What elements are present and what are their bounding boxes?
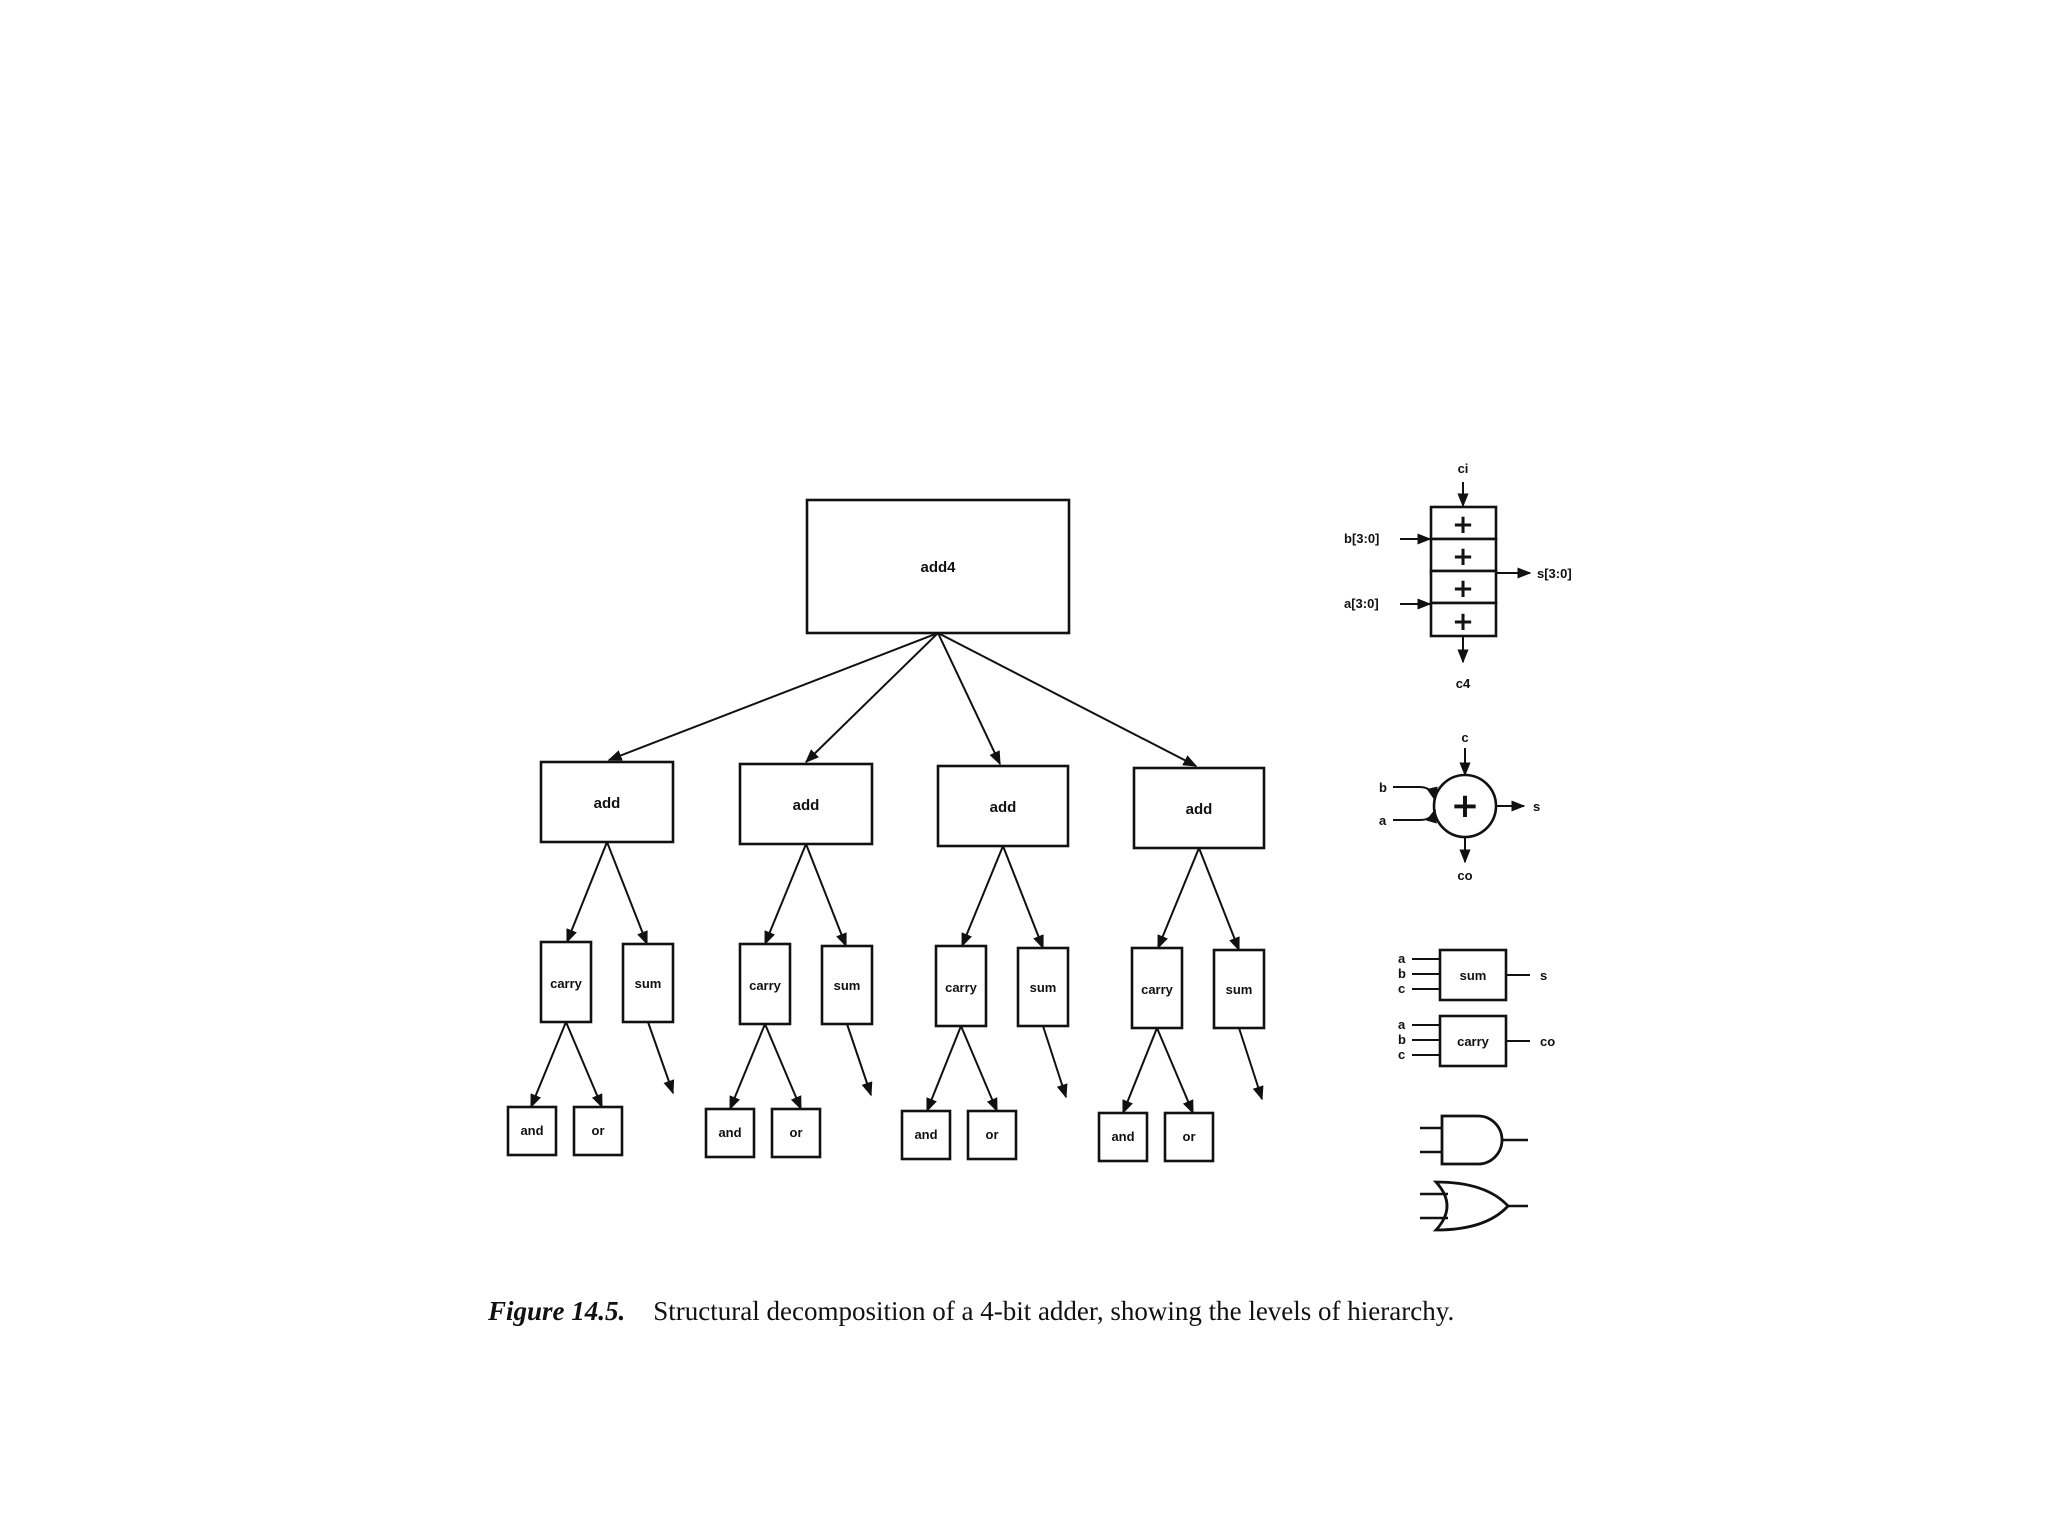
sum-box-4 xyxy=(1212,948,1266,1030)
fa-b-label: b xyxy=(1379,780,1387,795)
add4-label: add4 xyxy=(920,559,956,576)
carry-label-4: carry xyxy=(1141,982,1174,997)
sum-in-b-label: b xyxy=(1398,966,1406,981)
and-label-4: and xyxy=(1111,1129,1134,1144)
and-label-1: and xyxy=(520,1123,543,1138)
caption-text: Structural decomposition of a 4-bit adde… xyxy=(653,1296,1455,1326)
carry-out-label: co xyxy=(1540,1034,1555,1049)
adder4-cell-1 xyxy=(1429,505,1498,541)
figure-number: Figure 14.5. xyxy=(488,1296,626,1326)
adder-subtree-3: add carry sum and or xyxy=(900,764,1070,1161)
and-gate-icon xyxy=(1420,1114,1528,1166)
fa-c-label: c xyxy=(1461,730,1468,745)
add-label-2: add xyxy=(793,797,820,814)
add-label-3: add xyxy=(990,799,1017,816)
root-edges xyxy=(607,632,1198,767)
carry-block-label: carry xyxy=(1457,1034,1490,1049)
sum-label-2: sum xyxy=(834,978,861,993)
adder-subtree-4: add carry sum and or xyxy=(1097,766,1266,1163)
adder4-cell-3 xyxy=(1429,569,1498,605)
add-label-4: add xyxy=(1186,801,1213,818)
or-gate-icon xyxy=(1420,1180,1528,1232)
fa-co-label: co xyxy=(1457,868,1472,883)
b-bus-label: b[3:0] xyxy=(1344,531,1379,546)
s-bus-label: s[3:0] xyxy=(1537,566,1572,581)
add-label-1: add xyxy=(594,795,621,812)
add4-box xyxy=(805,498,1071,635)
figure-caption: Figure 14.5. Structural decomposition of … xyxy=(488,1296,1454,1327)
or-box-4 xyxy=(1163,1111,1215,1163)
carry-in-c-label: c xyxy=(1398,1047,1405,1062)
carry-box-2 xyxy=(738,942,792,1026)
adder4-symbol: ci + + + + b[3:0] a[3:0] s[3:0] c4 xyxy=(1344,461,1572,691)
plus-icon: + xyxy=(1452,510,1474,540)
tree-root: add4 xyxy=(805,498,1071,635)
or-label-4: or xyxy=(1183,1129,1196,1144)
carry-in-a-label: a xyxy=(1398,1017,1406,1032)
and-box-1 xyxy=(506,1105,558,1157)
carry-in-b-label: b xyxy=(1398,1032,1406,1047)
full-adder-symbol: c + b a s co xyxy=(1379,730,1540,883)
sum-box-1 xyxy=(621,942,675,1024)
sum-label-4: sum xyxy=(1226,982,1253,997)
plus-icon: + xyxy=(1452,574,1474,604)
sum-out-label: s xyxy=(1540,968,1547,983)
adder-subtree-1: add carry sum and or xyxy=(506,760,675,1157)
and-label-3: and xyxy=(914,1127,937,1142)
sum-block xyxy=(1438,948,1508,1002)
add-box-1 xyxy=(539,760,675,844)
gate-symbols xyxy=(1420,1114,1528,1232)
and-box-4 xyxy=(1097,1111,1149,1163)
plus-icon: + xyxy=(1452,542,1474,572)
a-bus-label: a[3:0] xyxy=(1344,596,1379,611)
ci-label: ci xyxy=(1458,461,1469,476)
plus-icon: + xyxy=(1452,607,1474,637)
or-box-2 xyxy=(770,1107,822,1159)
sum-in-a-label: a xyxy=(1398,951,1406,966)
adder-subtree-2: add carry sum and or xyxy=(704,762,874,1159)
plus-icon: + xyxy=(1451,786,1480,826)
fa-a-label: a xyxy=(1379,813,1387,828)
and-box-3 xyxy=(900,1109,952,1161)
carry-box-4 xyxy=(1130,946,1184,1030)
or-box-3 xyxy=(966,1109,1018,1161)
or-box-1 xyxy=(572,1105,624,1157)
c4-label: c4 xyxy=(1456,676,1471,691)
sum-in-c-label: c xyxy=(1398,981,1405,996)
sum-carry-symbols: a b c sum s a b c carry co xyxy=(1398,948,1555,1068)
carry-box-1 xyxy=(539,940,593,1024)
or-label-3: or xyxy=(986,1127,999,1142)
and-label-2: and xyxy=(718,1125,741,1140)
or-label-2: or xyxy=(790,1125,803,1140)
sum-block-label: sum xyxy=(1460,968,1487,983)
carry-label-1: carry xyxy=(550,976,583,991)
add-box-2 xyxy=(738,762,874,846)
sum-label-3: sum xyxy=(1030,980,1057,995)
sum-label-1: sum xyxy=(635,976,662,991)
fa-s-label: s xyxy=(1533,799,1540,814)
or-label-1: or xyxy=(592,1123,605,1138)
and-box-2 xyxy=(704,1107,756,1159)
carry-label-2: carry xyxy=(749,978,782,993)
carry-block xyxy=(1438,1014,1508,1068)
carry-label-3: carry xyxy=(945,980,978,995)
